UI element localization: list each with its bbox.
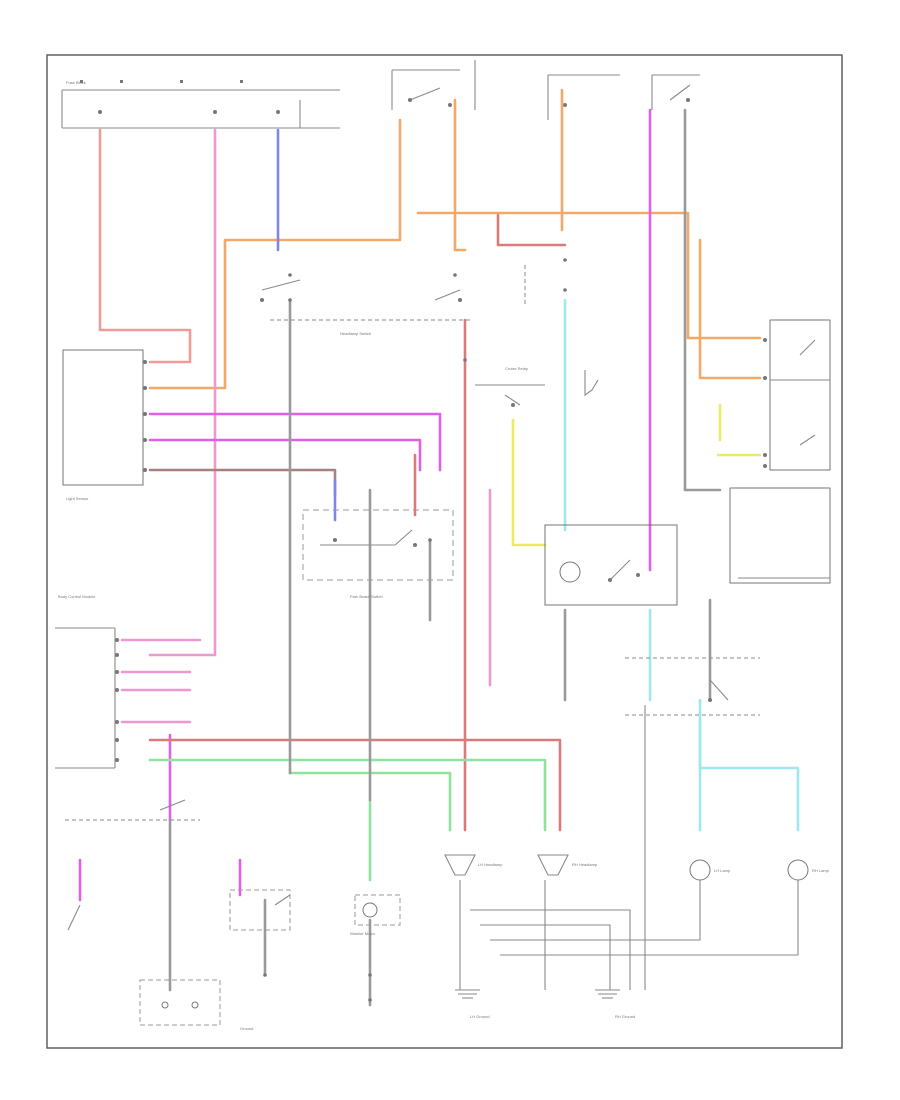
svg-text:Washer Motor: Washer Motor — [350, 931, 376, 936]
headlamp-switch: Headlamp Switch — [260, 279, 470, 336]
wire-orange-3 — [453, 98, 467, 252]
wire-green-1 — [148, 758, 547, 832]
wire-magenta-2 — [148, 438, 422, 472]
body-control-module: Body Control Module — [55, 594, 119, 769]
svg-text:RH Lamp: RH Lamp — [812, 868, 830, 873]
wire-orange-5 — [698, 238, 762, 380]
wire-darkred-3 — [148, 738, 562, 832]
wire-darkred-2 — [496, 213, 567, 247]
ground-symbols: LH Ground RH Ground — [455, 989, 635, 1019]
park-brake-switch: Park Brake Switch — [302, 509, 454, 599]
wire-black-5 — [683, 108, 722, 492]
body-control-label: Body Control Module — [58, 594, 96, 599]
svg-text:LH Lamp: LH Lamp — [714, 868, 731, 873]
rh-ground-label: RH Ground — [615, 1014, 635, 1019]
svg-text:LH Headlamp: LH Headlamp — [478, 862, 503, 867]
light-sensor-label: Light Sensor — [66, 496, 89, 501]
wire-cyan-3 — [698, 698, 800, 832]
wire-brown-1 — [148, 468, 337, 497]
wire-green-2 — [288, 771, 452, 832]
wire-orange-1 — [148, 118, 402, 390]
relay-coil-right — [524, 265, 599, 397]
flasher-module — [544, 524, 678, 606]
bottom-left-switches — [65, 799, 291, 1026]
lh-lamp: LH Lamp — [689, 859, 731, 881]
wire-yellow-1 — [511, 418, 547, 547]
washer-switch — [625, 657, 760, 716]
right-control-module — [729, 319, 831, 584]
wire-red-1 — [98, 128, 192, 364]
pin-markers — [263, 258, 567, 1002]
wire-magenta-1 — [148, 412, 442, 472]
top-power-block — [61, 80, 340, 129]
park-brake-label: Park Brake Switch — [350, 594, 383, 599]
ground-label: Ground — [240, 1026, 253, 1031]
top-relay-2 — [547, 74, 620, 120]
top-relay-3 — [651, 74, 700, 110]
cruise-relay-label: Cruise Relay — [505, 366, 528, 371]
wire-pink-1 — [148, 128, 217, 657]
fuse-block-label: Fuse Block — [66, 80, 86, 85]
headlamp-switch-label: Headlamp Switch — [340, 331, 371, 336]
cruise-relay: Cruise Relay — [475, 366, 545, 407]
ground-harness — [459, 705, 799, 990]
light-sensor-module: Light Sensor — [62, 349, 147, 501]
lh-ground-label: LH Ground — [470, 1014, 490, 1019]
lh-headlamp: LH Headlamp — [444, 854, 503, 876]
wire-orange-2 — [416, 211, 762, 340]
rh-headlamp: RH Headlamp — [537, 854, 598, 876]
svg-text:RH Headlamp: RH Headlamp — [572, 862, 598, 867]
top-relay-1 — [391, 60, 476, 110]
diagram-frame — [46, 54, 843, 1049]
rh-lamp: RH Lamp — [787, 859, 830, 881]
washer-motor: Washer Motor — [350, 894, 401, 936]
